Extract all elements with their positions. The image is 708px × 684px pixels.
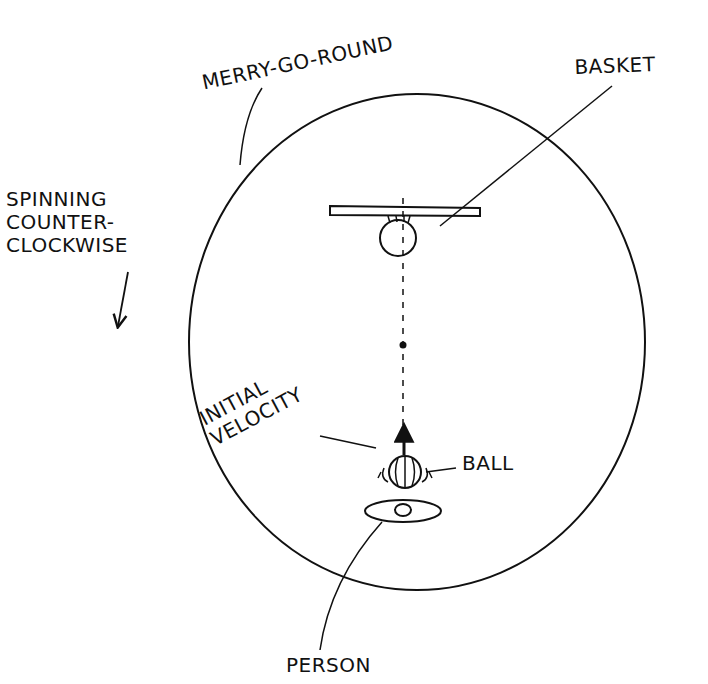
ball-symbol bbox=[389, 456, 421, 488]
part-label: BALL bbox=[462, 452, 542, 475]
person-head bbox=[395, 504, 411, 516]
leader-line bbox=[426, 468, 456, 472]
part-label: PERSON bbox=[286, 654, 406, 677]
hoop-bracket bbox=[388, 216, 410, 223]
structure-label: MERRY-GO-ROUND bbox=[200, 3, 528, 94]
ball-position-dot bbox=[400, 342, 407, 349]
leader-line bbox=[440, 86, 612, 226]
motion-note: SPINNING COUNTER-CLOCKWISE bbox=[6, 188, 110, 257]
leader-line bbox=[320, 436, 376, 448]
merry-go-round-disk bbox=[189, 94, 645, 590]
spin-direction-arrow bbox=[118, 272, 128, 326]
person-shoulders bbox=[365, 500, 441, 522]
velocity-arrow bbox=[403, 426, 406, 455]
part-label: BASKET bbox=[574, 52, 695, 79]
ball-seams bbox=[396, 456, 415, 488]
leader-line bbox=[240, 88, 262, 165]
hands bbox=[378, 468, 432, 482]
basket-hoop bbox=[380, 220, 416, 256]
aim-line bbox=[402, 198, 404, 428]
leader-line bbox=[320, 522, 382, 650]
vector-label: INITIAL VELOCITY bbox=[196, 354, 324, 451]
